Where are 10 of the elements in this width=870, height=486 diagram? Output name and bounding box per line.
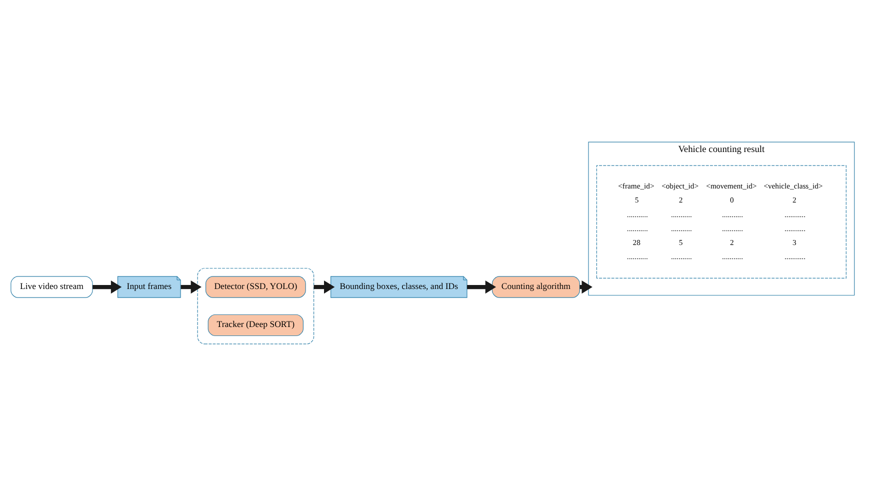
node-box — [596, 165, 846, 278]
node-box: Detector (SSD, YOLO) — [206, 276, 306, 298]
cluster — [197, 268, 314, 344]
node-box: Counting algorithm — [492, 276, 580, 298]
node-box: Tracker (Deep SORT) — [208, 314, 304, 336]
arrow — [314, 280, 335, 294]
arrow — [92, 280, 122, 294]
arrow — [467, 280, 496, 294]
node-box: Live video stream — [10, 276, 93, 298]
arrow — [180, 280, 202, 294]
